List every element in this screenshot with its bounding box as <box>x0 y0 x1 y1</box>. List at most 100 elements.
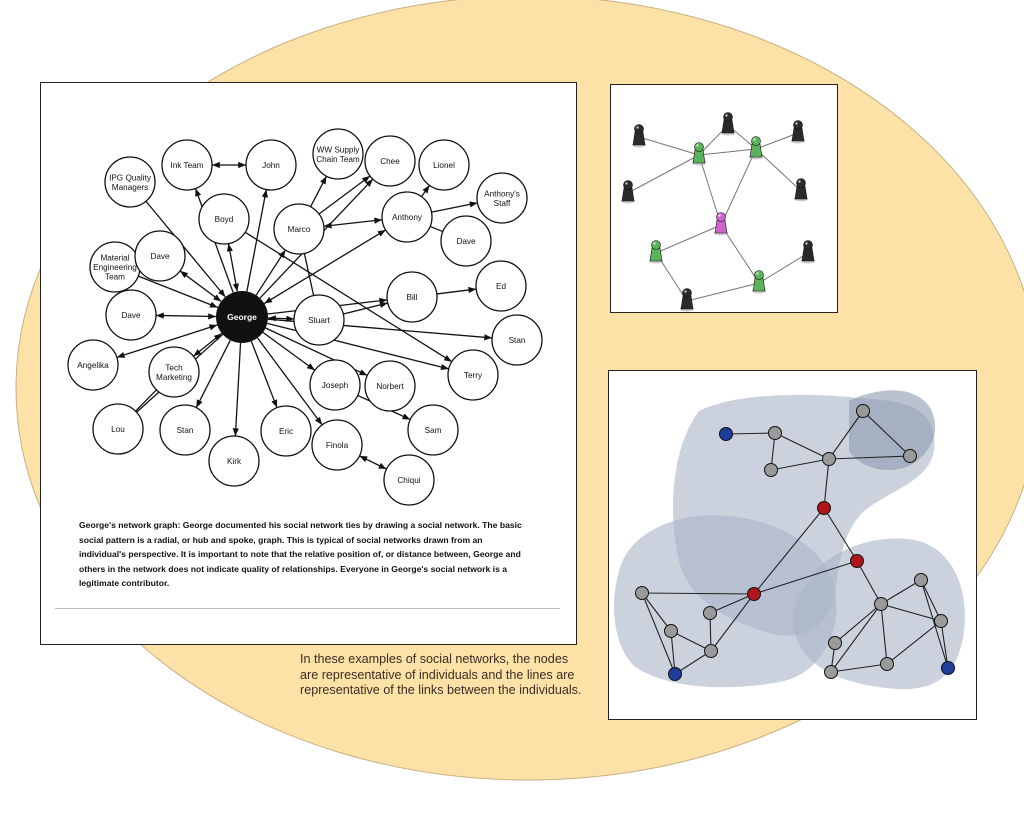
cluster-edge <box>880 579 922 605</box>
cluster-node-gray <box>824 665 838 679</box>
node-john: John <box>245 139 297 191</box>
cluster-edges <box>641 410 949 675</box>
node-label: Finola <box>326 441 349 450</box>
node-lou: Lou <box>92 403 144 455</box>
node-label: Kirk <box>227 457 242 466</box>
node-stuart: Stuart <box>293 294 345 346</box>
pawn-black <box>621 180 635 204</box>
node-label: WW Supply <box>317 145 361 154</box>
network-edge <box>343 301 388 315</box>
node-label: Stan <box>509 336 526 345</box>
node-lionel: Lionel <box>418 139 470 191</box>
network-edge <box>309 175 328 208</box>
pawn-magenta <box>714 212 728 236</box>
node-label: Stan <box>177 426 194 435</box>
node-label: Eric <box>279 427 293 436</box>
network-edge <box>226 243 239 292</box>
cluster-edge <box>880 603 888 665</box>
cluster-edge <box>674 650 712 675</box>
cluster-edge <box>886 620 942 665</box>
pawn-edge <box>755 148 802 192</box>
node-label: Team <box>105 273 125 282</box>
node-label: Chain Team <box>316 155 360 164</box>
cluster-node-gray <box>903 449 917 463</box>
cluster-node-gray <box>764 463 778 477</box>
node-label: Engineering <box>93 263 137 272</box>
network-edge <box>262 331 316 371</box>
cluster-region-left <box>614 515 837 688</box>
pawn-edge <box>720 224 760 284</box>
node-terry: Terry <box>447 349 499 401</box>
node-label: Ink Team <box>170 161 203 170</box>
cluster-node-gray <box>874 597 888 611</box>
cluster-edge <box>828 410 864 460</box>
network-edge <box>195 339 231 408</box>
caption-divider <box>55 608 560 609</box>
cluster-network-graph <box>614 390 965 690</box>
cluster-node-gray <box>822 452 836 466</box>
pawn-edges <box>627 124 809 302</box>
side-caption: In these examples of social networks, th… <box>300 652 582 698</box>
node-anthony: Anthony <box>381 191 433 243</box>
cluster-node-red <box>747 587 761 601</box>
node-label: Tech <box>165 363 183 372</box>
node-stan: Stan <box>159 404 211 456</box>
network-edge <box>263 229 386 305</box>
node-eric: Eric <box>260 405 312 457</box>
node-dave: Dave <box>134 230 186 282</box>
cluster-edge <box>823 458 830 509</box>
cluster-node-blue <box>941 661 955 675</box>
pawn-green <box>752 270 766 294</box>
cluster-edge <box>774 432 830 460</box>
node-chee: Chee <box>364 135 416 187</box>
george-network-caption: George's network graph: George documente… <box>79 520 522 589</box>
node-label: Terry <box>464 371 483 380</box>
cluster-edge <box>641 592 676 675</box>
network-edge <box>155 312 217 320</box>
cluster-node-gray <box>635 586 649 600</box>
node-label: Staff <box>494 199 511 208</box>
node-label: Material <box>100 254 129 263</box>
node-marco: Marco <box>273 203 325 255</box>
node-label: Sam <box>425 426 442 435</box>
cluster-edge <box>823 507 858 562</box>
cluster-node-gray <box>664 624 678 638</box>
node-label: Managers <box>112 183 148 192</box>
cluster-edge <box>641 592 755 595</box>
cluster-node-gray <box>768 426 782 440</box>
pawn-black <box>801 240 815 264</box>
network-edge <box>246 189 268 292</box>
pawn-edge <box>686 282 760 302</box>
cluster-node-blue <box>668 667 682 681</box>
pawn-network-graph <box>621 112 815 312</box>
pawn-edge <box>627 154 700 194</box>
pawn-green <box>749 136 763 160</box>
node-dave: Dave <box>105 289 157 341</box>
pawn-edge <box>758 252 809 284</box>
pawn-edge <box>655 224 722 254</box>
cluster-edge <box>880 603 942 622</box>
hub-label: George <box>227 312 257 322</box>
node-label: Marco <box>288 225 311 234</box>
node-stan: Stan <box>491 314 543 366</box>
network-edge <box>244 231 453 363</box>
pawn-edge <box>720 148 757 226</box>
cluster-node-gray <box>934 614 948 628</box>
node-dave: Dave <box>440 215 492 267</box>
cluster-edge <box>709 593 755 614</box>
network-edge <box>359 455 387 470</box>
network-edge <box>138 275 219 309</box>
pawn-green <box>692 142 706 166</box>
network-edge <box>232 342 242 437</box>
cluster-node-red <box>817 501 831 515</box>
cluster-edge <box>920 579 942 622</box>
node-label: Chee <box>380 157 400 166</box>
network-edge <box>250 341 278 408</box>
node-label: Angelika <box>77 361 109 370</box>
node-label: Dave <box>121 311 141 320</box>
